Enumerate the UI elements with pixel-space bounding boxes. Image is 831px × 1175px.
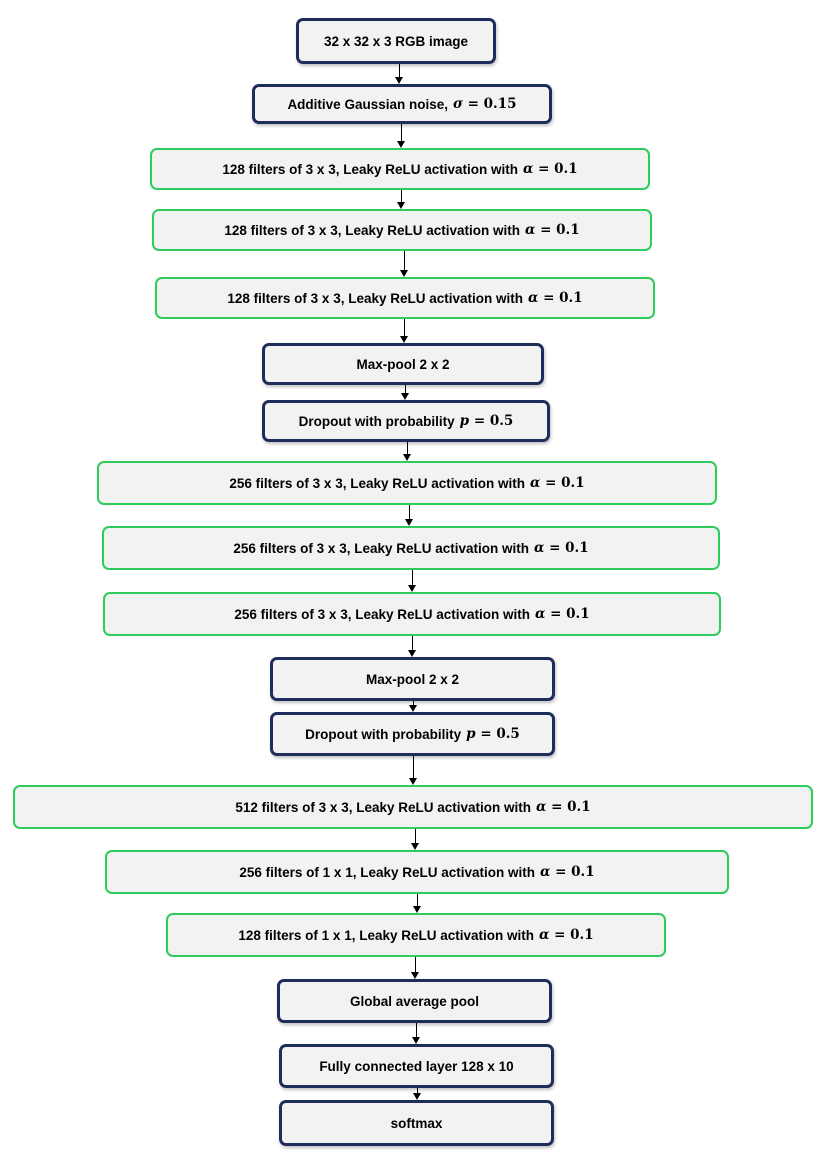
layer-label: Dropout with probability [305, 726, 462, 742]
parameter-symbol: α [528, 290, 539, 306]
layer-parameter: α = 0.1 [534, 540, 589, 556]
parameter-symbol: α [536, 799, 547, 815]
layer-parameter: σ = 0.15 [453, 96, 517, 112]
parameter-symbol: α [540, 864, 551, 880]
layer-box-5: 128 filters of 3 x 3, Leaky ReLU activat… [155, 277, 655, 319]
layer-label: 32 x 32 x 3 RGB image [323, 33, 469, 49]
layer-box-14: 256 filters of 1 x 1, Leaky ReLU activat… [105, 850, 729, 894]
layer-parameter: α = 0.1 [536, 799, 591, 815]
layer-label: Additive Gaussian noise, [287, 96, 448, 112]
layer-parameter: α = 0.1 [528, 290, 583, 306]
layer-parameter: α = 0.1 [540, 864, 595, 880]
layer-box-4: 128 filters of 3 x 3, Leaky ReLU activat… [152, 209, 652, 251]
layer-label: 256 filters of 3 x 3, Leaky ReLU activat… [233, 540, 529, 556]
parameter-value: = 0.1 [554, 927, 594, 943]
parameter-value: = 0.5 [473, 413, 514, 429]
layer-box-8: 256 filters of 3 x 3, Leaky ReLU activat… [97, 461, 717, 505]
layer-box-16: Global average pool [277, 979, 552, 1023]
layer-label: 128 filters of 3 x 3, Leaky ReLU activat… [224, 222, 520, 238]
layer-box-3: 128 filters of 3 x 3, Leaky ReLU activat… [150, 148, 650, 190]
layer-label: Dropout with probability [298, 413, 455, 429]
parameter-value: = 0.1 [543, 290, 583, 306]
parameter-value: = 0.1 [540, 222, 580, 238]
parameter-symbol: p [459, 413, 470, 429]
layer-box-18: softmax [279, 1100, 554, 1146]
parameter-value: = 0.1 [545, 475, 585, 491]
layer-label: 128 filters of 3 x 3, Leaky ReLU activat… [222, 161, 518, 177]
parameter-symbol: α [523, 161, 534, 177]
layer-box-15: 128 filters of 1 x 1, Leaky ReLU activat… [166, 913, 666, 957]
layer-label: Fully connected layer 128 x 10 [319, 1058, 514, 1074]
parameter-symbol: α [535, 606, 546, 622]
parameter-symbol: α [530, 475, 541, 491]
layer-parameter: p = 0.5 [466, 726, 520, 742]
parameter-value: = 0.15 [467, 96, 517, 112]
parameter-symbol: α [534, 540, 545, 556]
layer-parameter: α = 0.1 [530, 475, 585, 491]
layer-label: Max-pool 2 x 2 [356, 356, 450, 372]
parameter-symbol: σ [452, 96, 463, 112]
parameter-value: = 0.5 [480, 726, 520, 742]
layer-box-1: 32 x 32 x 3 RGB image [296, 18, 496, 64]
parameter-value: = 0.1 [538, 161, 578, 177]
layer-label: 128 filters of 1 x 1, Leaky ReLU activat… [238, 927, 534, 943]
layer-label: 256 filters of 3 x 3, Leaky ReLU activat… [234, 606, 530, 622]
parameter-value: = 0.1 [551, 799, 591, 815]
layer-label: softmax [390, 1115, 443, 1131]
layer-parameter: α = 0.1 [525, 222, 580, 238]
layer-parameter: p = 0.5 [460, 413, 514, 429]
layer-box-11: Max-pool 2 x 2 [270, 657, 555, 701]
parameter-value: = 0.1 [549, 540, 589, 556]
layer-box-2: Additive Gaussian noise,σ = 0.15 [252, 84, 552, 124]
layer-box-6: Max-pool 2 x 2 [262, 343, 544, 385]
parameter-value: = 0.1 [555, 864, 595, 880]
parameter-symbol: α [539, 927, 550, 943]
layer-parameter: α = 0.1 [539, 927, 594, 943]
layer-label: 256 filters of 3 x 3, Leaky ReLU activat… [229, 475, 525, 491]
parameter-symbol: α [525, 222, 536, 238]
parameter-symbol: p [466, 726, 476, 742]
layer-box-10: 256 filters of 3 x 3, Leaky ReLU activat… [103, 592, 721, 636]
layer-box-13: 512 filters of 3 x 3, Leaky ReLU activat… [13, 785, 813, 829]
layer-label: 512 filters of 3 x 3, Leaky ReLU activat… [235, 799, 531, 815]
layer-parameter: α = 0.1 [535, 606, 590, 622]
layer-box-17: Fully connected layer 128 x 10 [279, 1044, 554, 1088]
layer-box-9: 256 filters of 3 x 3, Leaky ReLU activat… [102, 526, 720, 570]
layer-parameter: α = 0.1 [523, 161, 578, 177]
parameter-value: = 0.1 [550, 606, 590, 622]
layer-label: 256 filters of 1 x 1, Leaky ReLU activat… [239, 864, 535, 880]
layer-label: Global average pool [349, 993, 480, 1009]
layer-label: Max-pool 2 x 2 [365, 671, 460, 687]
layer-label: 128 filters of 3 x 3, Leaky ReLU activat… [227, 290, 523, 306]
